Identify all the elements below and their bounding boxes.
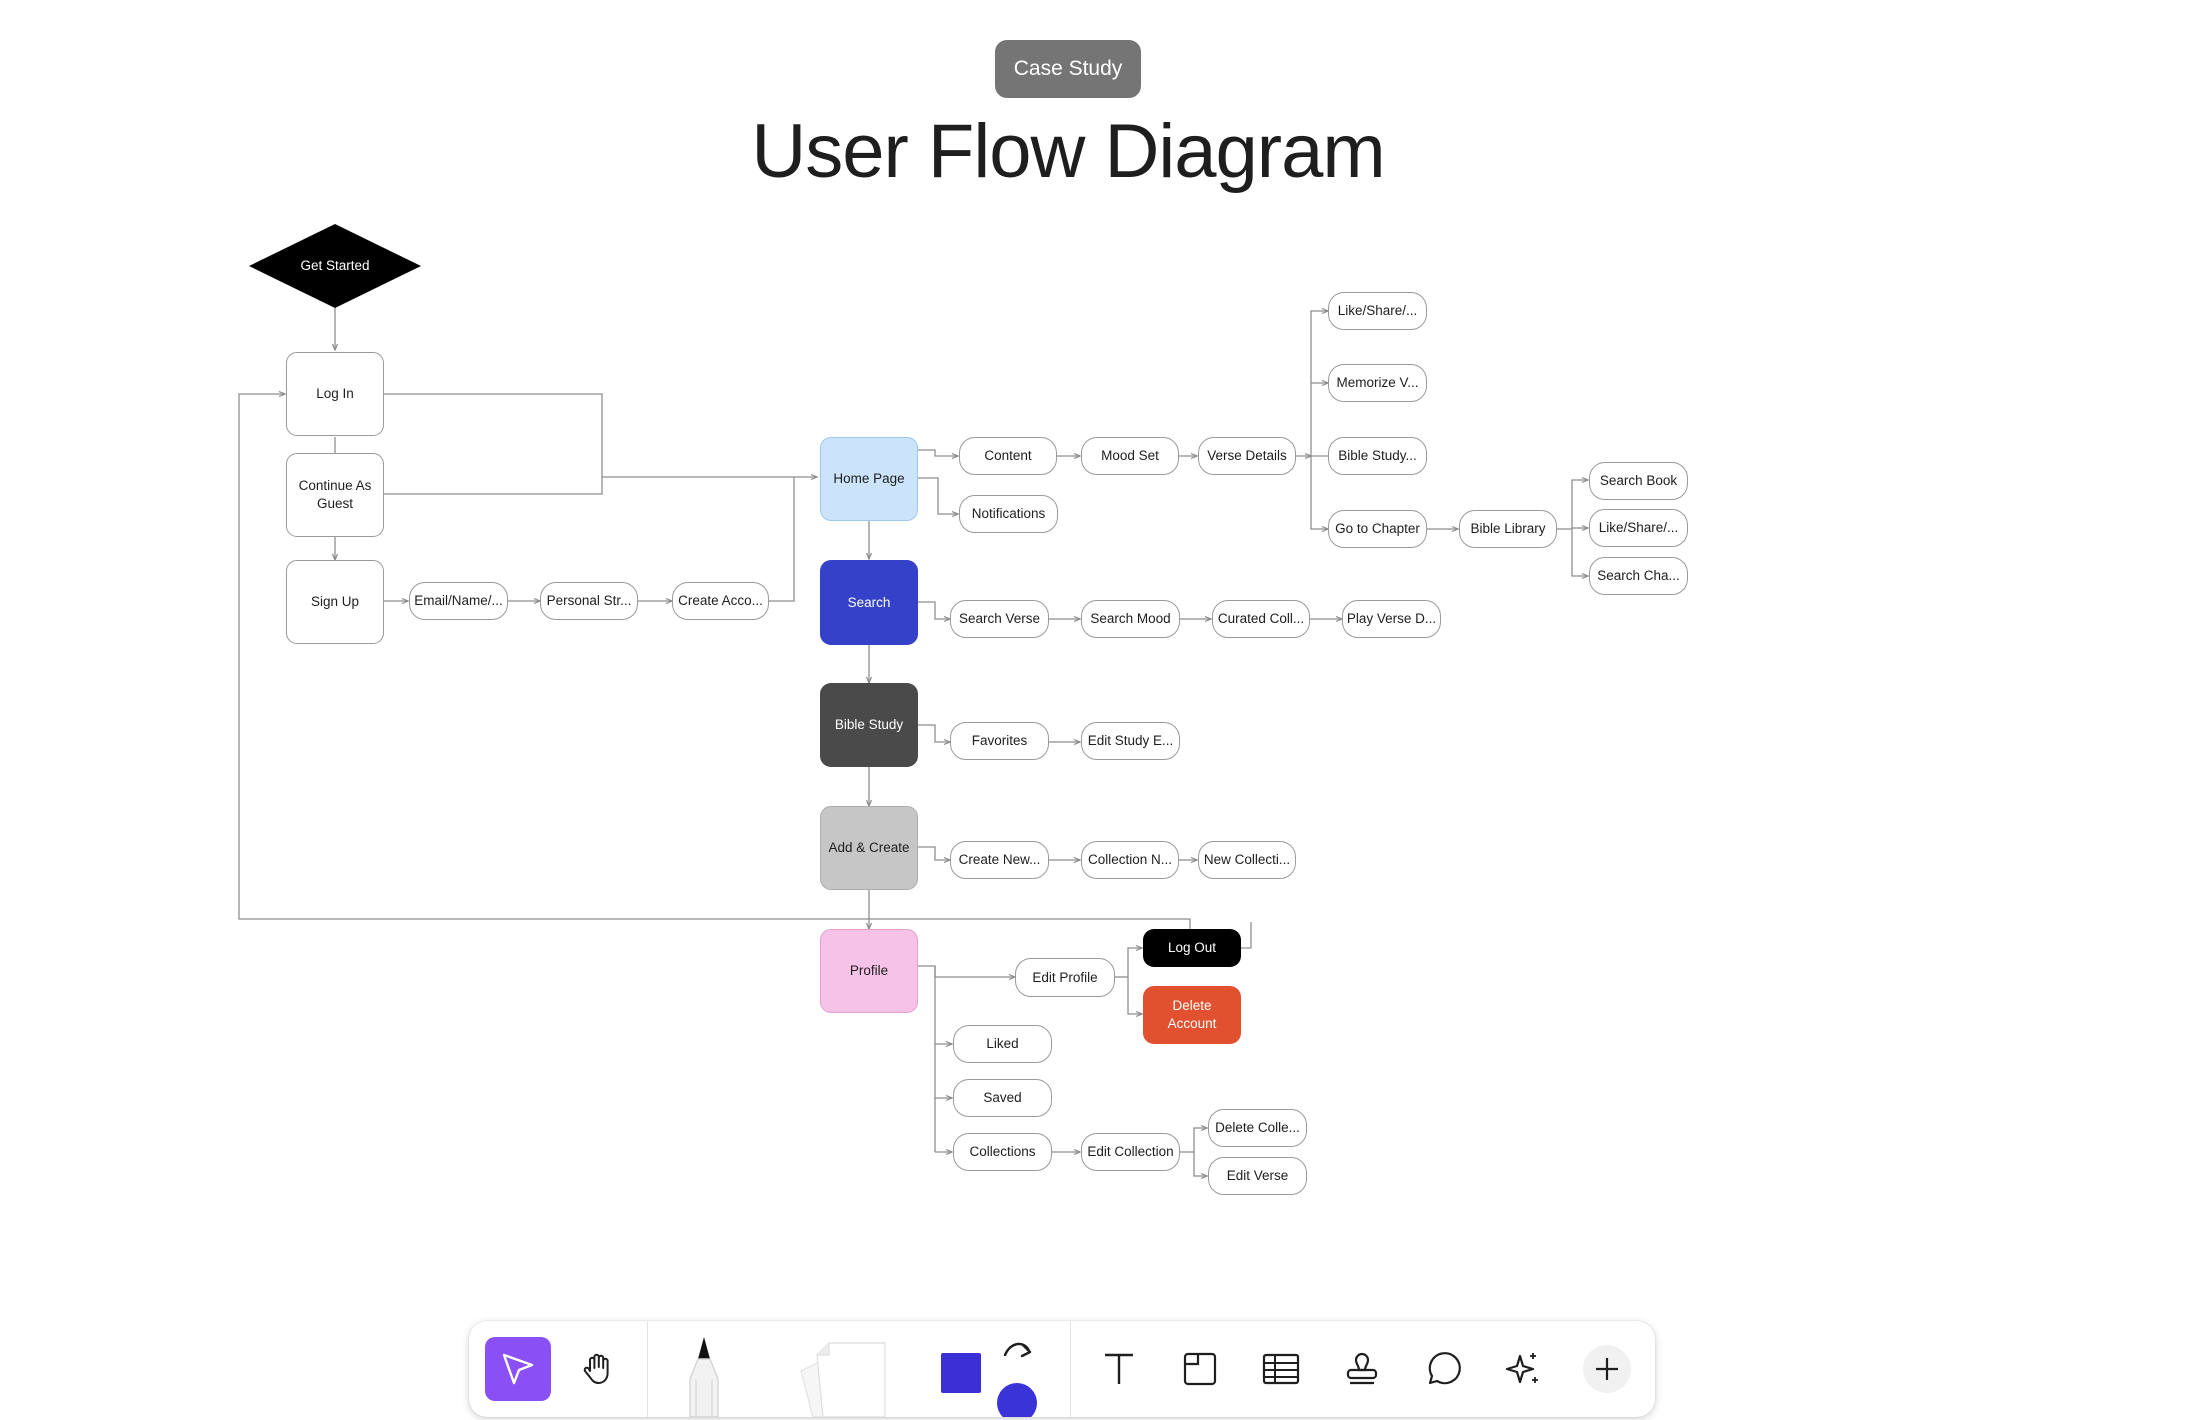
hand-tool-button[interactable] — [565, 1337, 631, 1401]
node-profile[interactable]: Profile — [820, 929, 918, 1013]
node-edit-collection[interactable]: Edit Collection — [1081, 1133, 1180, 1171]
table-tool-button[interactable] — [1251, 1341, 1311, 1397]
comment-tool-button[interactable] — [1413, 1341, 1473, 1397]
node-new-collection[interactable]: New Collecti... — [1198, 841, 1296, 879]
node-mood-set[interactable]: Mood Set — [1081, 437, 1179, 475]
sparkle-icon — [1505, 1353, 1538, 1384]
node-favorites[interactable]: Favorites — [950, 722, 1049, 760]
node-create-new[interactable]: Create New... — [950, 841, 1049, 879]
node-search[interactable]: Search — [820, 560, 918, 645]
plus-icon — [1596, 1358, 1618, 1380]
node-edit-study[interactable]: Edit Study E... — [1081, 722, 1180, 760]
cursor-arrow-icon — [502, 1353, 534, 1385]
node-delete-account[interactable]: Delete Account — [1143, 986, 1241, 1044]
node-search-book[interactable]: Search Book — [1589, 462, 1688, 500]
node-add-create[interactable]: Add & Create — [820, 806, 918, 890]
node-sign-up[interactable]: Sign Up — [286, 560, 384, 644]
pen-tool-button[interactable] — [669, 1333, 739, 1417]
node-liked[interactable]: Liked — [953, 1025, 1052, 1063]
stamp-tool-button[interactable] — [1332, 1341, 1392, 1397]
node-saved[interactable]: Saved — [953, 1079, 1052, 1117]
node-curated-coll[interactable]: Curated Coll... — [1212, 600, 1310, 638]
toolbar-divider — [647, 1321, 648, 1417]
node-play-verse[interactable]: Play Verse D... — [1342, 600, 1441, 638]
node-bible-study[interactable]: Bible Study — [820, 683, 918, 767]
shapes-tool-button[interactable] — [929, 1333, 1047, 1417]
node-get-started[interactable]: Get Started — [300, 258, 370, 273]
shapes-icon — [941, 1342, 1037, 1417]
section-frame-icon — [1183, 1352, 1217, 1386]
node-home-page[interactable]: Home Page — [820, 437, 918, 521]
page-title: User Flow Diagram — [751, 109, 1385, 194]
section-tool-button[interactable] — [1170, 1341, 1230, 1397]
comment-bubble-icon — [1428, 1352, 1461, 1385]
case-study-badge: Case Study — [995, 40, 1141, 98]
node-bible-study-option[interactable]: Bible Study... — [1328, 437, 1427, 475]
node-like-share-verse[interactable]: Like/Share/... — [1328, 292, 1427, 330]
text-tool-button[interactable] — [1089, 1341, 1149, 1397]
node-search-chapter[interactable]: Search Cha... — [1589, 557, 1688, 595]
table-icon — [1262, 1353, 1300, 1385]
ai-sparkle-tool-button[interactable] — [1493, 1341, 1553, 1397]
node-search-verse[interactable]: Search Verse — [950, 600, 1049, 638]
node-search-mood[interactable]: Search Mood — [1081, 600, 1180, 638]
hand-icon — [583, 1353, 609, 1384]
node-delete-collection[interactable]: Delete Colle... — [1208, 1109, 1307, 1147]
node-create-acco[interactable]: Create Acco... — [672, 582, 769, 620]
node-content[interactable]: Content — [959, 437, 1057, 475]
node-go-to-chapter[interactable]: Go to Chapter — [1328, 510, 1427, 548]
sticky-note-tool-button[interactable] — [787, 1337, 907, 1417]
node-verse-details[interactable]: Verse Details — [1198, 437, 1296, 475]
node-bible-library[interactable]: Bible Library — [1459, 510, 1557, 548]
node-collection-name[interactable]: Collection N... — [1081, 841, 1179, 879]
add-more-tool-button[interactable] — [1583, 1345, 1631, 1393]
node-edit-profile[interactable]: Edit Profile — [1015, 958, 1115, 997]
node-continue-as-guest[interactable]: Continue As Guest — [286, 453, 384, 537]
marker-pen-icon — [689, 1337, 719, 1417]
node-log-in[interactable]: Log In — [286, 352, 384, 436]
select-tool-button[interactable] — [485, 1337, 551, 1401]
node-log-out[interactable]: Log Out — [1143, 929, 1241, 967]
node-like-share-library[interactable]: Like/Share/... — [1589, 509, 1688, 547]
bottom-toolbar — [469, 1321, 1655, 1417]
sticky-note-icon — [800, 1342, 886, 1417]
get-started-diamond — [249, 224, 421, 308]
node-personal-str[interactable]: Personal Str... — [540, 582, 638, 620]
node-collections[interactable]: Collections — [953, 1133, 1052, 1171]
toolbar-divider — [1070, 1321, 1071, 1417]
text-icon — [1105, 1353, 1133, 1384]
node-notifications[interactable]: Notifications — [959, 495, 1058, 533]
node-memorize[interactable]: Memorize V... — [1328, 364, 1427, 402]
node-edit-verse[interactable]: Edit Verse — [1208, 1157, 1307, 1195]
node-email-name[interactable]: Email/Name/... — [409, 582, 508, 620]
stamp-icon — [1346, 1352, 1378, 1385]
